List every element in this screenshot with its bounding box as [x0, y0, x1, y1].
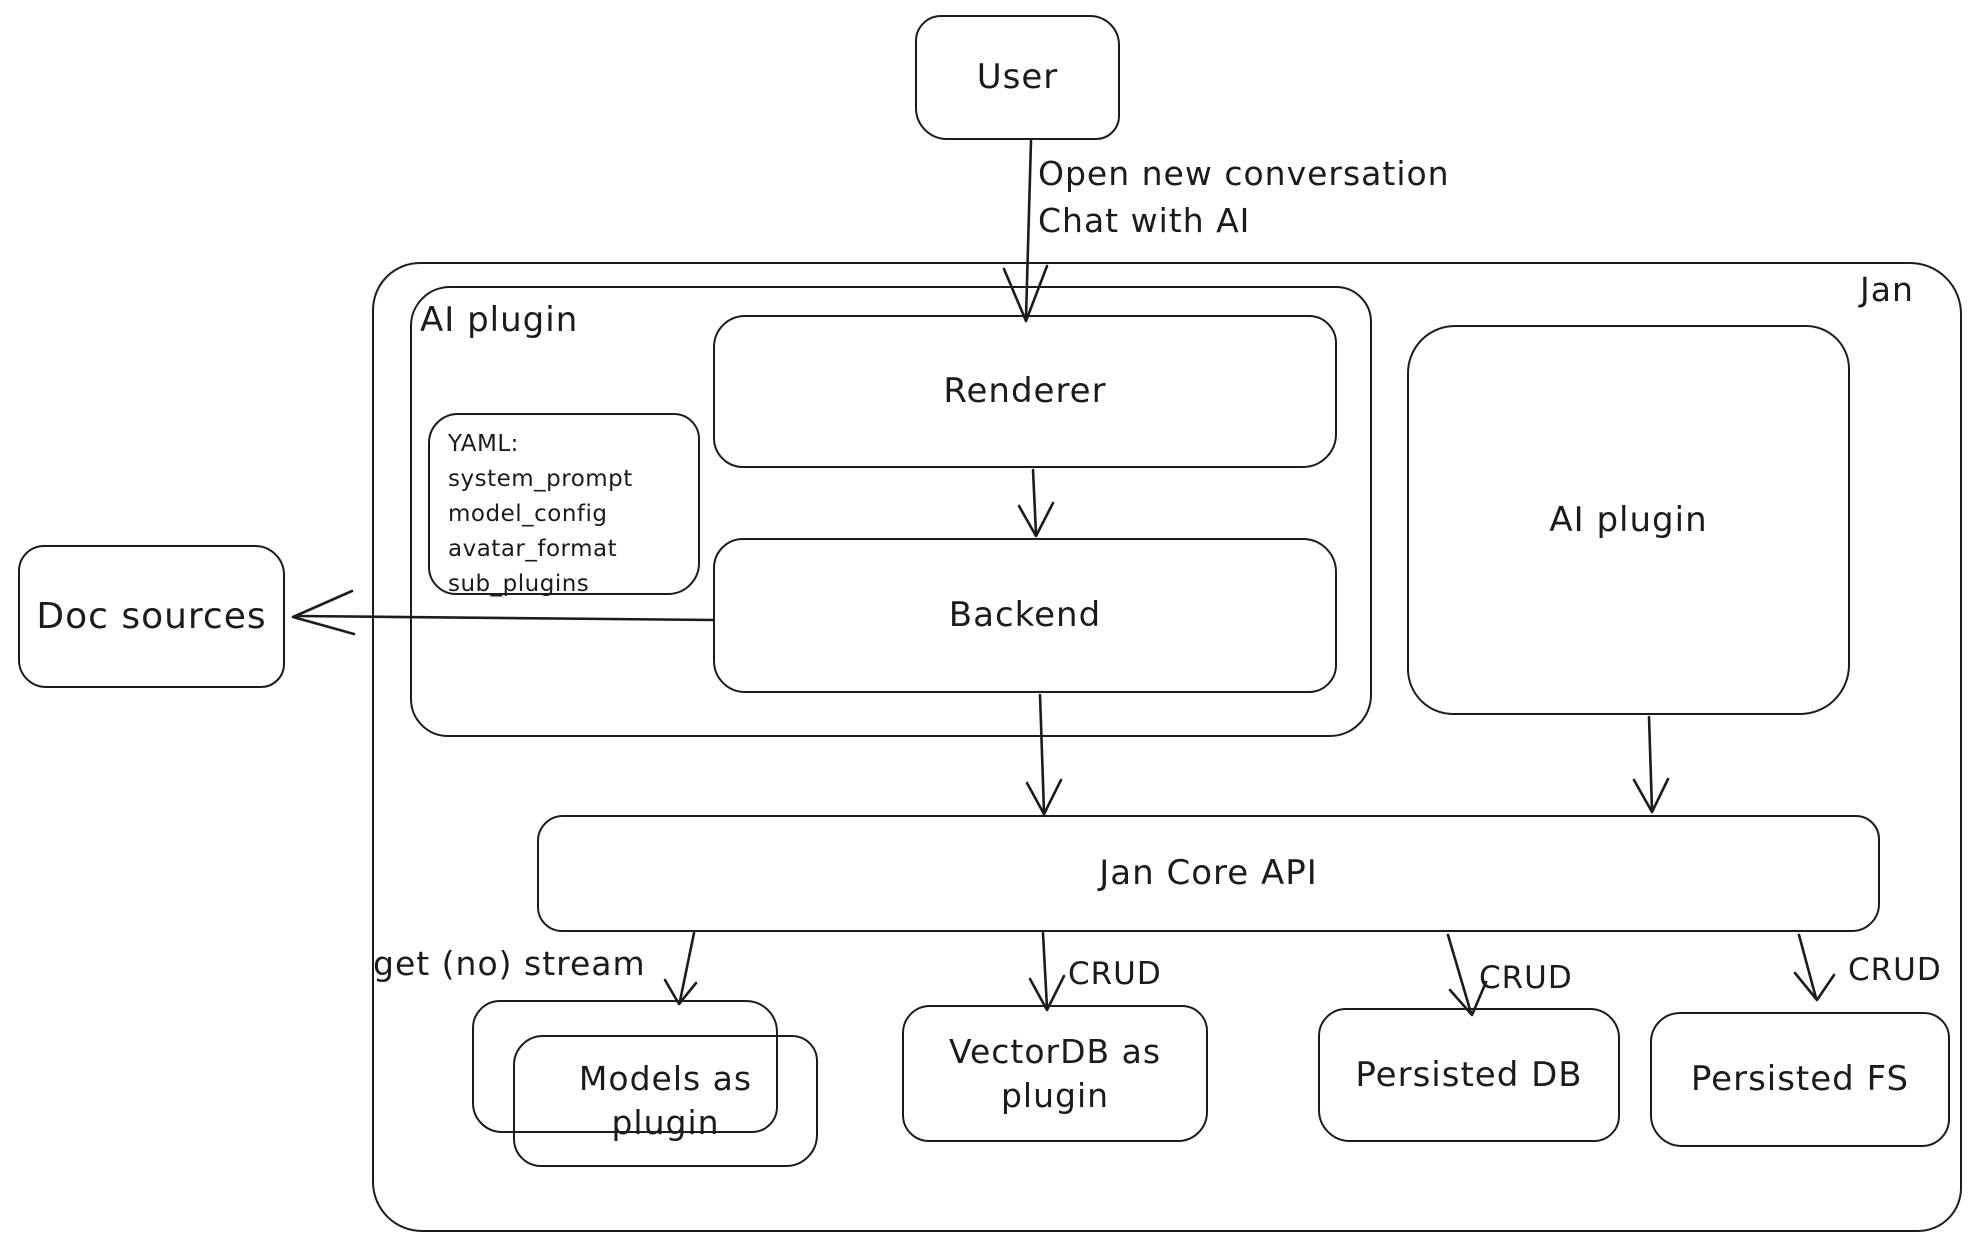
user-label: User — [976, 57, 1059, 98]
backend-node: Backend — [713, 538, 1337, 693]
renderer-node: Renderer — [713, 315, 1337, 468]
models-node-outer — [472, 1000, 778, 1133]
persisted-db-node: Persisted DB — [1318, 1008, 1620, 1142]
yaml-line: sub_plugins — [448, 571, 590, 597]
yaml-note-lines: YAML: system_prompt model_config avatar_… — [448, 427, 633, 602]
ai-plugin-node: AI plugin — [1407, 325, 1850, 715]
ai-plugin-label: AI plugin — [1549, 499, 1708, 540]
backend-label: Backend — [948, 595, 1102, 636]
doc-sources-label: Doc sources — [36, 595, 267, 637]
jan-core-api-node: Jan Core API — [537, 815, 1880, 932]
persisted-db-label: Persisted DB — [1355, 1054, 1583, 1095]
ai-plugin-container — [410, 286, 1372, 737]
crud-persisted-db-edge-label: CRUD — [1479, 960, 1573, 996]
jan-container — [372, 262, 1962, 1232]
jan-label: Jan — [1860, 270, 1914, 309]
yaml-line: YAML: — [448, 431, 519, 457]
yaml-note: YAML: system_prompt model_config avatar_… — [428, 413, 700, 597]
arrow-head — [291, 589, 356, 636]
jan-core-api-label: Jan Core API — [1099, 853, 1318, 894]
vectordb-label: VectorDB as plugin — [948, 1031, 1162, 1115]
yaml-line: system_prompt — [448, 466, 633, 492]
doc-sources-node: Doc sources — [18, 545, 285, 688]
user-edge-label-line2: Chat with AI — [1038, 201, 1251, 240]
user-node: User — [915, 15, 1120, 140]
user-edge-label-line1: Open new conversation — [1038, 154, 1450, 193]
yaml-line: avatar_format — [448, 536, 618, 562]
models-node: Models as plugin — [513, 1035, 818, 1167]
renderer-label: Renderer — [943, 371, 1107, 412]
persisted-fs-node: Persisted FS — [1650, 1012, 1950, 1147]
crud-persisted-fs-edge-label: CRUD — [1848, 952, 1942, 988]
yaml-line: model_config — [448, 501, 608, 527]
get-stream-edge-label: get (no) stream — [373, 944, 646, 983]
user-edge-label: Open new conversation Chat with AI — [1038, 150, 1450, 244]
persisted-fs-label: Persisted FS — [1690, 1059, 1910, 1100]
vectordb-node: VectorDB as plugin — [902, 1005, 1208, 1142]
crud-vectordb-edge-label: CRUD — [1068, 956, 1162, 992]
models-label: Models as plugin — [578, 1059, 753, 1142]
ai-plugin-container-label: AI plugin — [420, 300, 579, 340]
